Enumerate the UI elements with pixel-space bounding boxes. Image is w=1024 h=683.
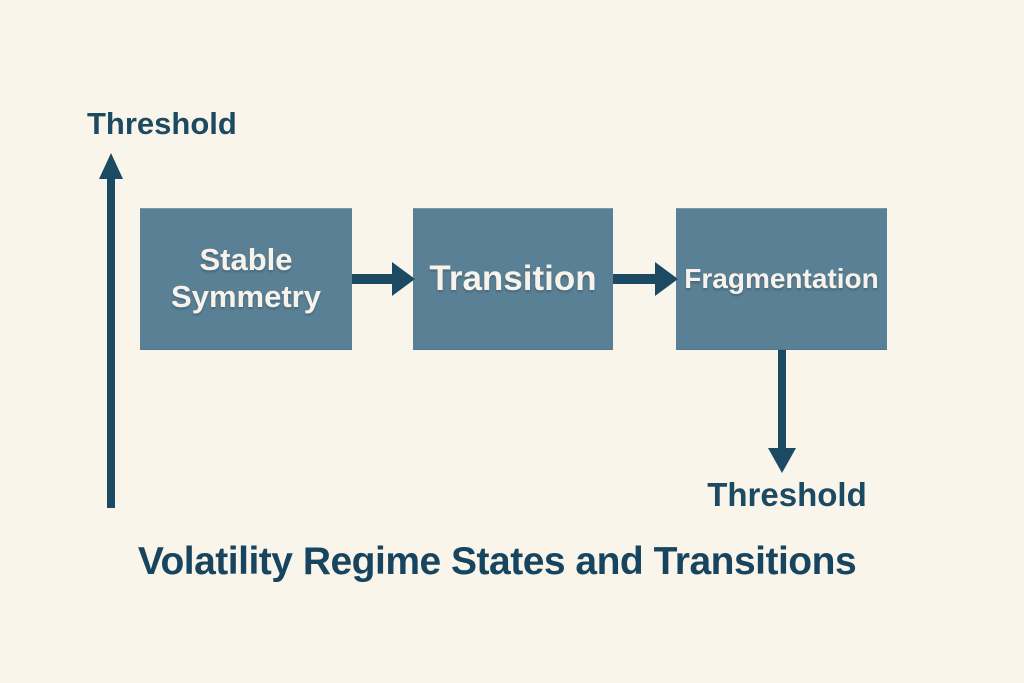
arrow-right-icon	[655, 262, 678, 296]
threshold-axis-arrow-shaft	[107, 176, 115, 508]
node-transition-label: Transition	[429, 259, 597, 299]
arrow-fragmentation-down-shaft	[778, 350, 786, 450]
node-stable-symmetry-label: Stable Symmetry	[171, 242, 321, 314]
node-stable-symmetry: Stable Symmetry	[140, 208, 352, 350]
node-fragmentation-label: Fragmentation	[684, 263, 879, 295]
diagram-title: Volatility Regime States and Transitions	[137, 540, 857, 583]
node-transition: Transition	[413, 208, 613, 350]
arrow-stable-to-transition-shaft	[352, 274, 392, 284]
threshold-bottom-label: Threshold	[707, 476, 867, 513]
arrow-up-icon	[99, 153, 123, 179]
arrow-transition-to-fragmentation-shaft	[613, 274, 655, 284]
arrow-right-icon	[392, 262, 415, 296]
arrow-down-icon	[768, 448, 796, 473]
threshold-axis-label: Threshold	[87, 106, 237, 141]
node-fragmentation: Fragmentation	[676, 208, 887, 350]
